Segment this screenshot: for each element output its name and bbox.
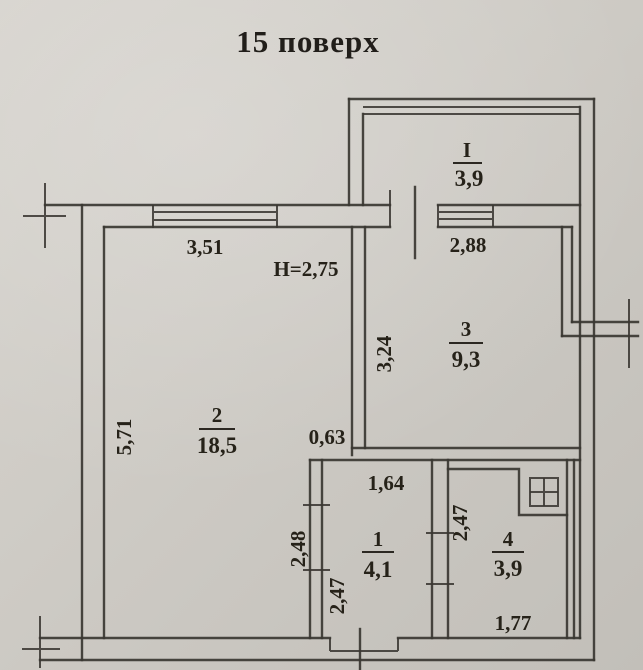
windows: [152, 205, 494, 228]
interior-walls: [303, 225, 582, 640]
dim-living-top-width: 3,51: [187, 235, 224, 259]
room-kitchen-number: 3: [461, 317, 472, 341]
dim-hall-left-height-inner: 2,47: [325, 578, 349, 615]
wall-extension-ticks: [22, 183, 640, 668]
dim-wall-segment: 0,63: [309, 425, 346, 449]
balcony-walls: [347, 97, 596, 207]
room-balcony-number: I: [463, 138, 471, 162]
dim-bathroom-left-height: 2,47: [448, 505, 472, 542]
room-balcony-area: 3,9: [455, 166, 484, 191]
ceiling-height-label: H=2,75: [273, 257, 338, 281]
dim-kitchen-top-width: 2,88: [450, 233, 487, 257]
dim-hall-left-height-outer: 2,48: [286, 531, 310, 568]
room-kitchen-area: 9,3: [452, 347, 481, 372]
room-bathroom-area: 3,9: [494, 556, 523, 581]
dim-hall-top-width: 1,64: [368, 471, 405, 495]
vent-shaft-icon: [529, 477, 559, 507]
room-bathroom-number: 4: [503, 527, 514, 551]
room-hall-area: 4,1: [364, 557, 393, 582]
dim-kitchen-left-height: 3,24: [372, 335, 396, 372]
floor-title: 15 поверх: [236, 24, 380, 59]
dim-bathroom-bottom-width: 1,77: [495, 611, 532, 635]
room-living-number: 2: [212, 403, 223, 427]
doors: [329, 185, 417, 670]
room-living-area: 18,5: [197, 433, 237, 458]
room-hall-number: 1: [373, 527, 384, 551]
exterior-walls: [38, 97, 596, 662]
dim-living-left-height: 5,71: [112, 419, 136, 456]
